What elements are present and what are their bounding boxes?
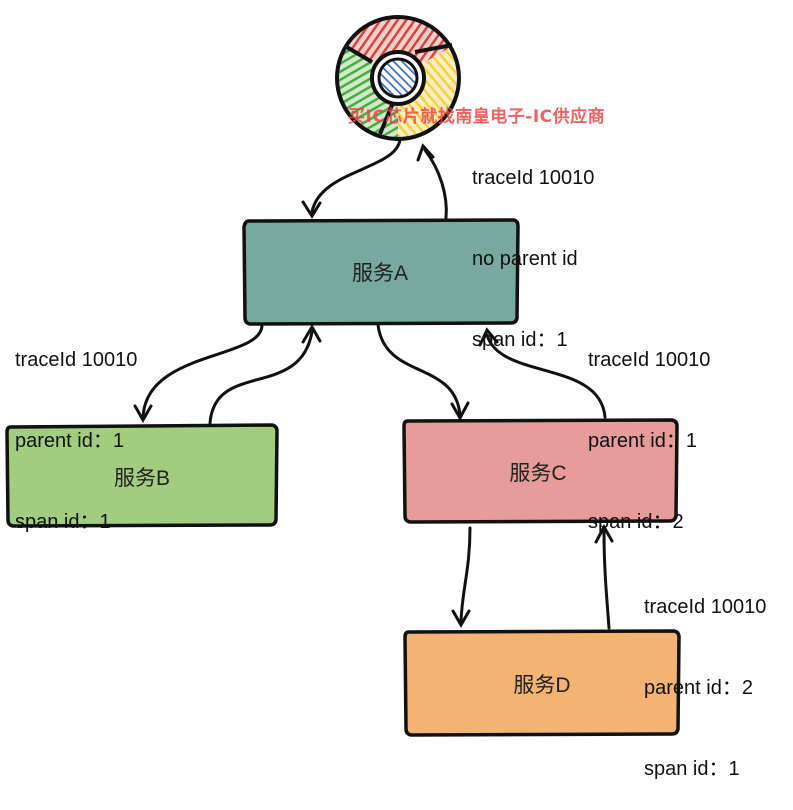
watermark: 买IC芯片就找南皇电子-IC供应商 [348,107,606,127]
arrowhead-client-to-a [301,200,322,219]
service-d-node: 服务D [403,629,681,737]
arrow-client-to-a [310,138,402,214]
arrowhead-c-to-a [478,327,499,347]
service-a-node: 服务A [242,218,520,326]
parent-id-text: parent id：1 [588,430,697,452]
span-label-a-to-c: traceId 10010 parent id：1 span id：2 [588,293,710,563]
parent-id-text: parent id：1 [15,430,124,452]
trace-id-text: traceId 10010 [15,349,138,371]
arrowhead-d-to-c [594,523,614,544]
span-id-text: span id：1 [644,758,740,780]
service-d-label: 服务D [513,674,570,697]
arrow-a-to-b [141,323,264,420]
service-a-label: 服务A [352,262,408,285]
arrowhead-b-to-a [301,324,322,344]
span-label-c-to-d: traceId 10010 parent id：2 span id：1 [644,540,766,810]
span-id-text: span id：1 [472,329,568,351]
span-id-text: span id：1 [15,511,111,533]
trace-id-text: traceId 10010 [644,596,767,618]
parent-id-text: parent id：2 [644,677,753,699]
span-label-a-to-b: traceId 10010 parent id：1 span id：1 [15,293,137,563]
service-c-label: 服务C [509,462,566,485]
service-b-node: 服务B [5,423,279,528]
chrome-browser-icon [335,15,461,141]
arrowhead-a-to-client [416,143,435,162]
trace-diagram: 服务A 服务B 服务C 服务D [5,15,681,737]
service-b-label: 服务B [114,467,170,490]
trace-id-text: traceId 10010 [588,349,711,371]
arrow-c-to-d [459,526,472,624]
arrowhead-c-to-d [451,609,471,629]
parent-id-text: no parent id [472,248,578,270]
arrow-a-to-client [423,148,448,220]
trace-id-text: traceId 10010 [472,167,595,189]
span-label-client-to-a: traceId 10010 no parent id span id：1 [472,111,594,381]
arrow-b-to-a [208,330,314,425]
arrow-a-to-c [376,323,462,417]
arrowhead-a-to-b [133,404,153,424]
arrow-c-to-a [485,333,607,419]
arrow-d-to-c [602,530,611,630]
arrowhead-a-to-c [450,401,470,422]
service-c-node: 服务C [402,418,679,524]
span-id-text: span id：2 [588,511,684,533]
